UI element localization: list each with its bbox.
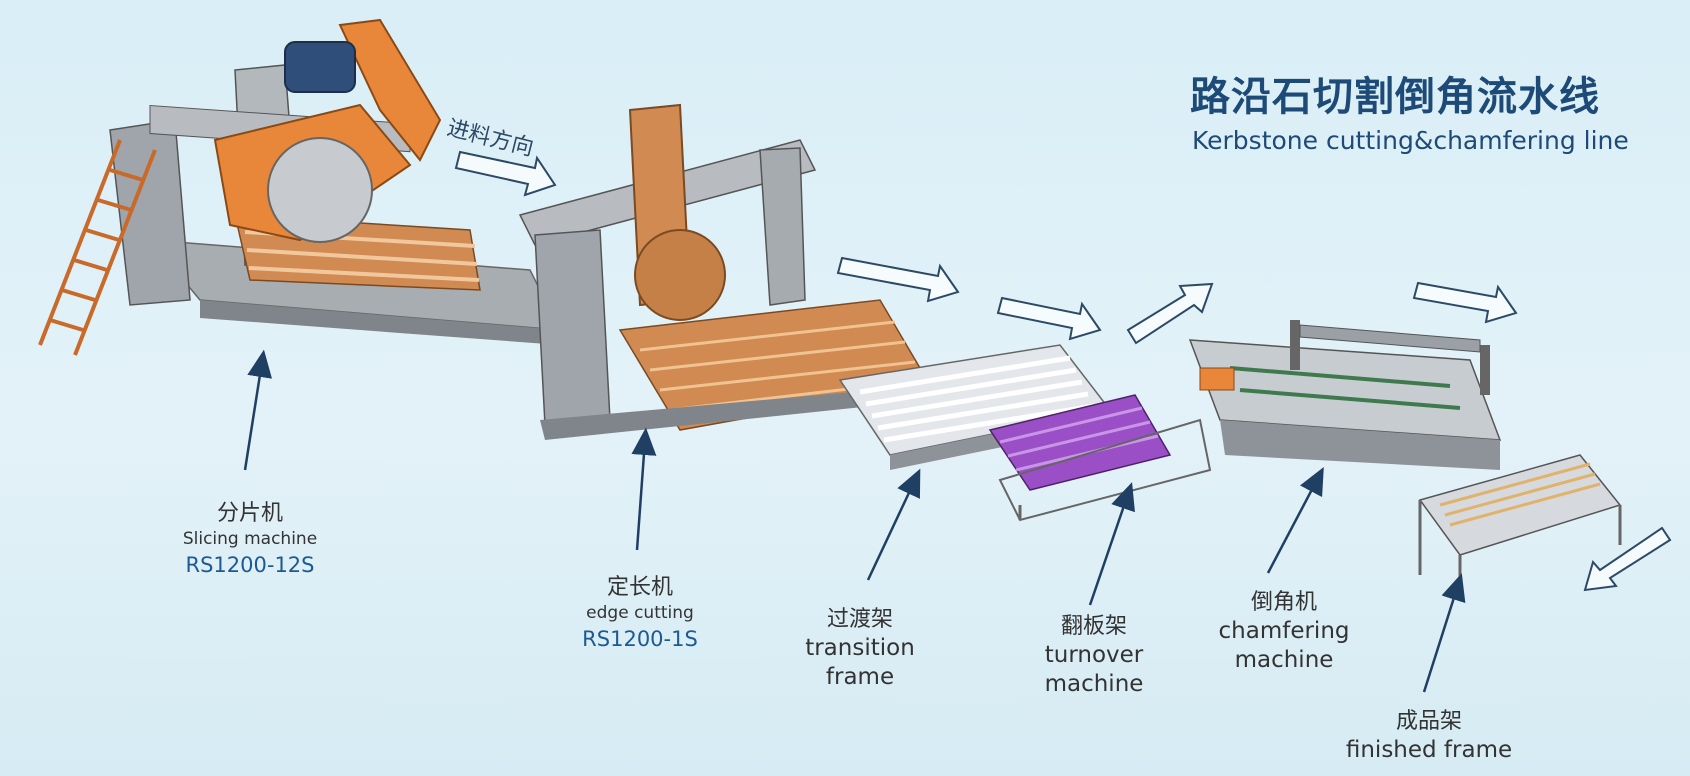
flow-arrow-2 [836,256,960,303]
pointer-arrow-chamfering [1266,466,1324,574]
pointer-arrow-slicing [243,349,273,471]
label-en-line2: frame [825,664,895,690]
label-transition-frame: 过渡架 transition frame [760,606,960,692]
label-en-line2: machine [1044,671,1144,697]
chamfering-machine [1188,320,1502,470]
label-zh: 翻板架 [1060,614,1127,639]
slicing-machine [38,18,562,356]
label-model: RS1200-1S [582,627,698,651]
diagram-subtitle: Kerbstone cutting&chamfering line [1192,126,1629,155]
label-zh: 倒角机 [1250,590,1317,615]
label-en-line2: machine [1234,647,1334,673]
label-en-line1: transition [805,635,915,661]
flow-arrow-5 [1412,281,1518,324]
flow-arrow-3 [996,296,1102,341]
pointer-arrow-transition [866,468,921,581]
label-en: Slicing machine [182,529,318,549]
label-model: RS1200-12S [185,553,315,577]
label-zh: 定长机 [606,575,673,600]
diagram-title: 路沿石切割倒角流水线 [1190,74,1600,120]
label-en-line1: turnover [1044,642,1144,668]
label-chamfering-machine: 倒角机 chamfering machine [1184,589,1384,675]
label-en: finished frame [1345,737,1513,763]
label-slicing-machine: 分片机 Slicing machine RS1200-12S [150,500,350,580]
pointer-arrow-turnover [1088,482,1135,606]
flow-arrows [454,150,1672,592]
label-en-line1: chamfering [1218,618,1350,644]
label-zh: 成品架 [1395,709,1462,734]
pointer-arrow-edge [631,427,657,551]
turnover-machine [988,394,1212,522]
label-edge-cutting: 定长机 edge cutting RS1200-1S [540,574,740,654]
flow-arrow-6 [1583,526,1672,592]
flow-arrow-4 [1126,282,1214,345]
label-zh: 过渡架 [826,607,893,632]
label-turnover-machine: 翻板架 turnover machine [994,613,1194,699]
flow-arrow-1 [454,150,557,197]
label-finished-frame: 成品架 finished frame [1329,708,1529,765]
label-en: edge cutting [586,603,694,623]
pointer-arrow-finished [1422,573,1466,693]
label-zh: 分片机 [216,501,283,526]
